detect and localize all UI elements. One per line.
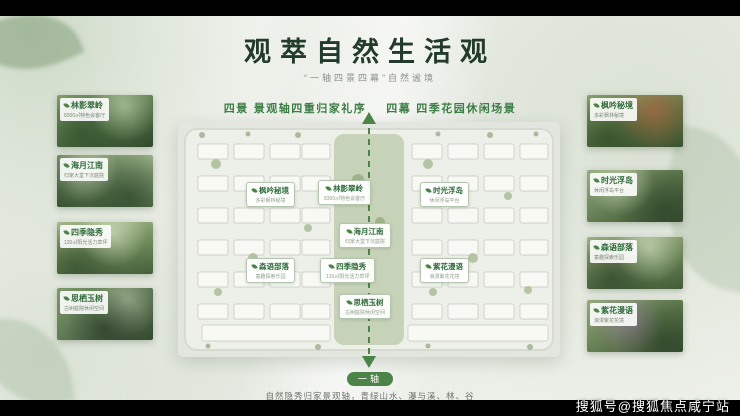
photo-card-fengyin: 枫吟秘境 多彩枫林秘境	[587, 95, 683, 147]
photo-label: 森语部落 童趣探索乐园	[590, 240, 637, 263]
tagline: 四景景观轴四重归家礼序 四幕四季花园休闲场景	[0, 100, 740, 116]
watermark-text: 搜狐号@搜狐焦点咸宁站	[575, 399, 730, 414]
photo-label: 紫花漫语 浪漫紫花花境	[590, 303, 637, 326]
photo-card-shiguang: 时光浮岛 休闲浮岛平台	[587, 170, 683, 222]
leaf-icon	[63, 162, 70, 169]
top-letterbox-bar	[0, 0, 740, 16]
photo-label: 海月江南 归家大堂下沉庭院	[60, 158, 109, 181]
leaf-icon	[593, 244, 600, 251]
plan-tag-haiyue: 海月江南 归家大堂下沉庭院	[339, 223, 392, 248]
plan-tag-senyu: 森语部落 童趣探索乐园	[246, 258, 295, 283]
plan-tag-fengyin: 枫吟秘境 多彩枫林秘境	[246, 182, 295, 207]
leaf-icon	[63, 102, 70, 109]
photo-card-zihua: 紫花漫语 浪漫紫花花境	[587, 300, 683, 352]
photo-card-siji: 四季隐秀 120㎡阳光活力草坪	[57, 222, 153, 274]
photo-card-sixi: 思栖玉树 古树庭院休闲空间	[57, 288, 153, 340]
photo-card-senyu: 森语部落 童趣探索乐园	[587, 237, 683, 289]
leaf-icon	[63, 295, 70, 302]
axis-arrow-down-icon	[362, 356, 376, 368]
plan-tag-shiguang: 时光浮岛 休闲浮岛平台	[420, 182, 469, 207]
leaf-icon	[425, 187, 432, 194]
leaf-icon	[425, 263, 432, 270]
photo-card-linying: 林影翠岭 8300㎡特色会客厅	[57, 95, 153, 147]
plan-tag-linying: 林影翠岭 8300㎡特色会客厅	[318, 180, 372, 205]
leaf-icon	[63, 229, 70, 236]
page-subtitle: “一轴四景四幕”自然谧境	[304, 73, 436, 83]
photo-label: 时光浮岛 休闲浮岛平台	[590, 173, 637, 196]
photo-label: 四季隐秀 120㎡阳光活力草坪	[60, 225, 112, 248]
leaf-icon	[593, 177, 600, 184]
photo-card-haiyue: 海月江南 归家大堂下沉庭院	[57, 155, 153, 207]
leaf-icon	[251, 187, 258, 194]
tagline-badge-2: 四幕	[386, 103, 412, 115]
leaf-icon	[325, 185, 332, 192]
tagline-text-1: 景观轴四重归家礼序	[253, 103, 367, 115]
leaf-icon	[345, 299, 353, 306]
photo-label: 林影翠岭 8300㎡特色会客厅	[60, 98, 110, 121]
axis-description: 自然隐秀归家景观轴，青绿山水、瀑与溪、林、谷	[265, 391, 475, 401]
tagline-text-2: 四季花园休闲场景	[416, 103, 517, 115]
leaf-icon	[593, 307, 600, 314]
axis-arrow-up-icon	[362, 112, 376, 124]
leaf-icon	[345, 228, 353, 235]
photo-label: 思栖玉树 古树庭院休闲空间	[60, 291, 109, 314]
photo-label: 枫吟秘境 多彩枫林秘境	[590, 98, 637, 121]
page-title: 观萃自然生活观	[244, 37, 496, 67]
plan-tag-siji: 四季隐秀 120㎡阳光活力草坪	[320, 258, 376, 283]
tagline-badge-1: 四景	[223, 103, 249, 115]
leaf-icon	[593, 102, 600, 109]
leaf-icon	[328, 263, 335, 270]
axis-pill: 一轴	[347, 372, 393, 386]
plan-tag-zihua: 紫花漫语 浪漫紫花花境	[420, 258, 469, 283]
plan-tag-sixi: 思栖玉树 古树庭院休闲空间	[339, 294, 392, 319]
bottom-letterbox-bar	[0, 400, 740, 416]
leaf-icon	[251, 263, 258, 270]
